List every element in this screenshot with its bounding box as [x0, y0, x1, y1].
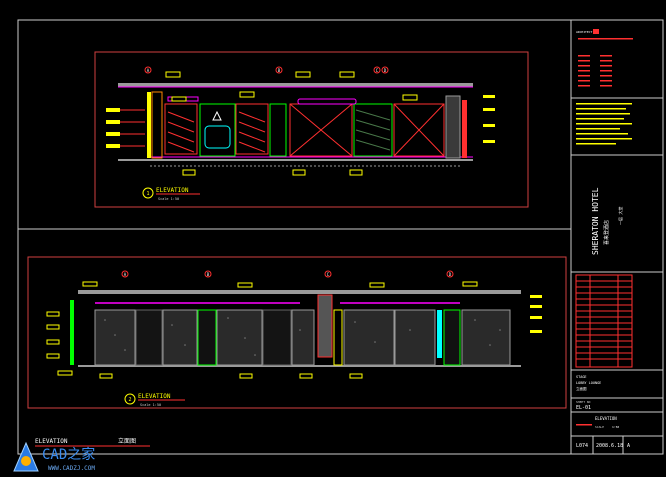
upper-view-marker — [142, 187, 154, 199]
section-label-cn: 立面图 — [576, 386, 587, 391]
lower-view-title: ELEVATION — [138, 393, 171, 400]
lower-grid-c: C — [327, 272, 330, 277]
upper-grid-b: B — [278, 68, 281, 73]
lower-elevation: A B C D 2 ELEVATION Scale 1:50 — [27, 256, 567, 409]
project-name-en: SHERATON HOTEL — [591, 187, 600, 255]
bottom-left-label: ELEVATION — [35, 438, 68, 445]
scale-label: SCALE — [595, 425, 604, 429]
lower-view-marker — [124, 393, 136, 405]
svg-text:1: 1 — [146, 191, 149, 197]
upper-view-scale: Scale 1:50 — [158, 197, 179, 201]
watermark-url: WWW.CADZJ.COM — [48, 465, 95, 472]
cadzj-watermark: CAD之家 WWW.CADZJ.COM — [13, 441, 95, 472]
sheet-no: EL-01 — [576, 405, 591, 411]
bottom-left-label-cn: 立面图 — [118, 437, 136, 445]
drawing-code: L074 — [576, 443, 588, 449]
lower-grid-a: A — [124, 272, 127, 277]
upper-elevation: A B C D 1 ELEVATION Scale 1:50 — [94, 51, 529, 208]
revision-letter: A — [627, 443, 630, 449]
project-name-cn: 喜来登酒店 — [603, 220, 610, 245]
lower-grid-d: D — [449, 272, 452, 277]
scale-value: 1:50 — [612, 425, 619, 429]
lower-view-scale: Scale 1:50 — [140, 403, 161, 407]
upper-view-title: ELEVATION — [156, 187, 189, 194]
svg-text:2: 2 — [128, 397, 131, 403]
sheet-title: ELEVATION — [595, 416, 617, 421]
upper-grid-d: D — [384, 68, 387, 73]
lower-view-border — [27, 256, 567, 409]
stage-label: STAGE — [576, 375, 587, 379]
brand-label: ARCHITECT — [576, 30, 592, 34]
watermark-cn: CAD之家 — [42, 446, 95, 463]
upper-view-border — [94, 51, 529, 208]
lower-grid-b: B — [207, 272, 210, 277]
floor-label-cn: 一层 大堂 — [617, 207, 623, 225]
drawing-date: 2008.6.18 — [596, 443, 623, 449]
lobby-label: LOBBY LOUNGE — [576, 381, 601, 385]
lower-wall-panels — [94, 294, 511, 366]
upper-grid-c: C — [376, 68, 379, 73]
upper-grid-a: A — [147, 68, 150, 73]
title-block: ARCHITECT SHERATON HOTEL 喜来登酒店 一层 大堂 — [570, 19, 664, 455]
sheet-no-label: SHEET NO — [576, 400, 591, 404]
